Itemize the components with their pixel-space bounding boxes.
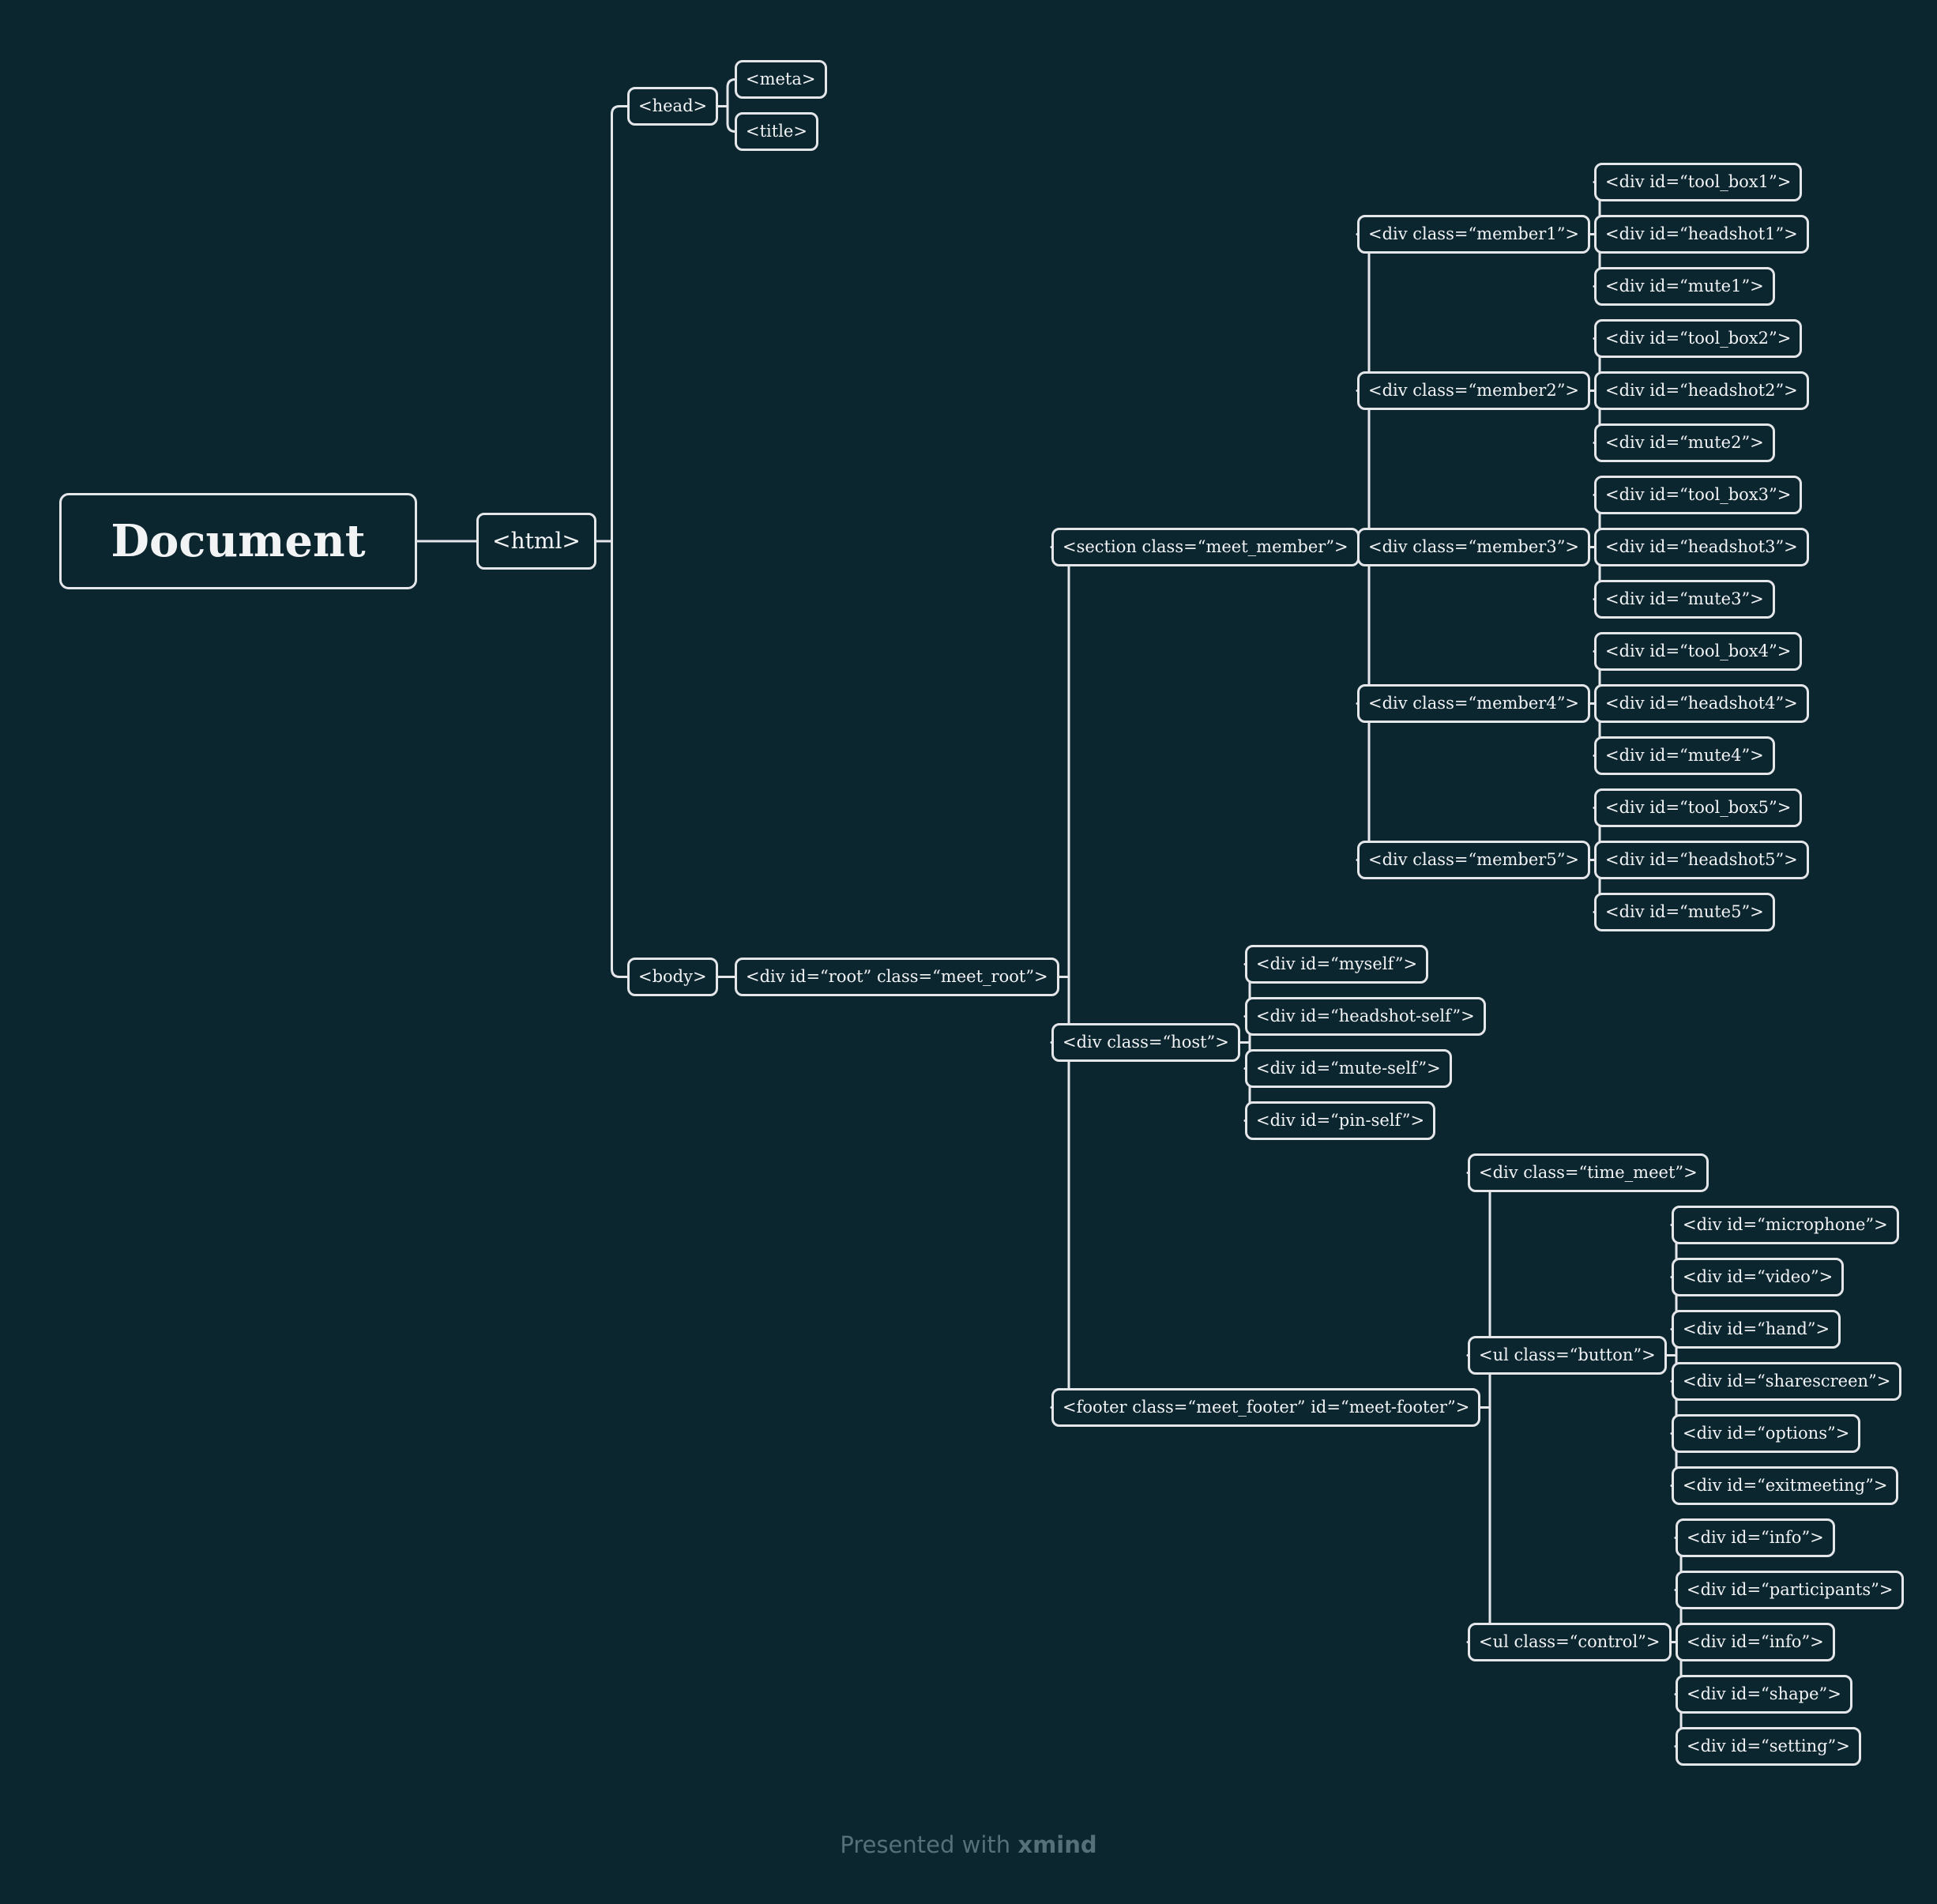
node-member5[interactable]: <div class=“member5”> [1357,841,1591,879]
node-info[interactable]: <div id=“info”> [1676,1518,1835,1557]
node-mute1[interactable]: <div id=“mute1”> [1594,267,1775,306]
connector [1050,546,1078,978]
node-headshot1[interactable]: <div id=“headshot1”> [1594,215,1809,254]
node-setting[interactable]: <div id=“setting”> [1676,1727,1861,1766]
node-shape[interactable]: <div id=“shape”> [1676,1675,1852,1714]
node-time-meet[interactable]: <div class=“time_meet”> [1468,1153,1709,1192]
node-headshot2[interactable]: <div id=“headshot2”> [1594,371,1809,410]
node-microphone[interactable]: <div id=“microphone”> [1672,1206,1899,1244]
node-video[interactable]: <div id=“video”> [1672,1258,1845,1296]
node-options[interactable]: <div id=“options”> [1672,1414,1861,1453]
connector [611,105,629,543]
node-title[interactable]: <title> [735,112,818,151]
node-sharescreen[interactable]: <div id=“sharescreen”> [1672,1362,1902,1401]
node-member1[interactable]: <div class=“member1”> [1357,215,1591,254]
node-tool-box2[interactable]: <div id=“tool_box2”> [1594,319,1803,358]
node-exitmeeting[interactable]: <div id=“exitmeeting”> [1672,1466,1899,1505]
node-myself[interactable]: <div id=“myself”> [1245,945,1429,984]
node-head[interactable]: <head> [627,87,719,126]
node-mute5[interactable]: <div id=“mute5”> [1594,893,1775,931]
node-mute2[interactable]: <div id=“mute2”> [1594,423,1775,462]
node-pin-self[interactable]: <div id=“pin-self”> [1245,1101,1436,1140]
connector [1356,546,1378,705]
node-meta[interactable]: <meta> [735,60,827,99]
node-member2[interactable]: <div class=“member2”> [1357,371,1591,410]
connector [611,540,629,978]
node-ul-control[interactable]: <ul class=“control”> [1468,1623,1672,1661]
node-headshot5[interactable]: <div id=“headshot5”> [1594,841,1809,879]
node-html[interactable]: <html> [476,513,596,570]
node-participants[interactable]: <div id=“participants”> [1676,1571,1905,1609]
node-mute4[interactable]: <div id=“mute4”> [1594,736,1775,775]
node-body[interactable]: <body> [627,958,718,996]
node-tool-box4[interactable]: <div id=“tool_box4”> [1594,632,1803,671]
watermark-brand: xmind [1017,1831,1097,1858]
node-info[interactable]: <div id=“info”> [1676,1623,1835,1661]
watermark: Presented with xmind [0,1831,1937,1858]
node-hand[interactable]: <div id=“hand”> [1672,1310,1841,1349]
node-mute3[interactable]: <div id=“mute3”> [1594,580,1775,619]
connector [1466,1406,1499,1643]
connector [1356,389,1378,548]
node-footer[interactable]: <footer class=“meet_footer” id=“meet-foo… [1051,1388,1481,1427]
node-tool-box1[interactable]: <div id=“tool_box1”> [1594,163,1803,201]
node-headshot4[interactable]: <div id=“headshot4”> [1594,684,1809,723]
watermark-prefix: Presented with [840,1831,1018,1858]
node-mute-self[interactable]: <div id=“mute-self”> [1245,1049,1452,1088]
node-headshot3[interactable]: <div id=“headshot3”> [1594,528,1809,566]
node-ul-button[interactable]: <ul class=“button”> [1468,1336,1667,1375]
node-root-div[interactable]: <div id=“root” class=“meet_root”> [735,958,1059,996]
node-section-meet-member[interactable]: <section class=“meet_member”> [1051,528,1360,566]
node-document[interactable]: Document [59,493,417,589]
node-member3[interactable]: <div class=“member3”> [1357,528,1591,566]
node-tool-box3[interactable]: <div id=“tool_box3”> [1594,476,1803,514]
node-member4[interactable]: <div class=“member4”> [1357,684,1591,723]
node-headshot-self[interactable]: <div id=“headshot-self”> [1245,997,1486,1036]
node-tool-box5[interactable]: <div id=“tool_box5”> [1594,788,1803,827]
node-host[interactable]: <div class=“host”> [1051,1023,1240,1062]
